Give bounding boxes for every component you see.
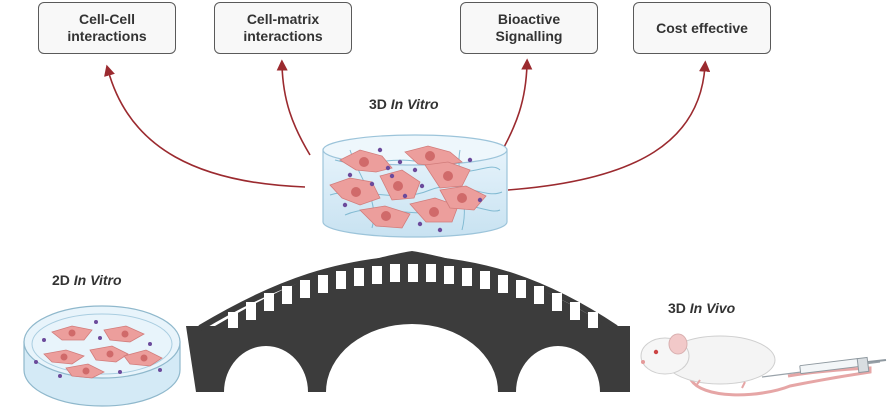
hydrogel-scaffold-icon: [322, 134, 508, 238]
arrow-cost: [507, 60, 711, 191]
arrow-bioactive: [497, 58, 533, 159]
benefit-cell-matrix: Cell-matrix interactions: [214, 2, 352, 54]
label-2d-in-vitro: 2D In Vitro: [52, 272, 122, 288]
label-3d-in-vivo: 3D In Vivo: [668, 300, 735, 316]
benefit-bioactive-signalling: Bioactive Signalling: [460, 2, 598, 54]
benefit-cost-effective: Cost effective: [633, 2, 771, 54]
label-2d-in-vitro-italic: In Vitro: [73, 272, 122, 288]
label-3d-in-vitro-italic: In Vitro: [390, 96, 439, 112]
label-3d-in-vivo-italic: In Vivo: [689, 300, 736, 316]
benefit-cell-cell: Cell-Cell interactions: [38, 2, 176, 54]
petri-dish-icon: [23, 305, 181, 407]
arrow-cell-cell: [104, 64, 306, 188]
syringe-icon: [761, 356, 887, 378]
label-3d-in-vitro-prefix: 3D: [369, 96, 387, 112]
bridge-railing: [228, 264, 598, 328]
label-2d-in-vitro-prefix: 2D: [52, 272, 70, 288]
bridge-icon: [186, 251, 630, 392]
label-3d-in-vitro: 3D In Vitro: [369, 96, 439, 112]
arrow-cell-matrix: [276, 59, 311, 156]
mouse-icon: [640, 333, 872, 397]
label-3d-in-vivo-prefix: 3D: [668, 300, 686, 316]
